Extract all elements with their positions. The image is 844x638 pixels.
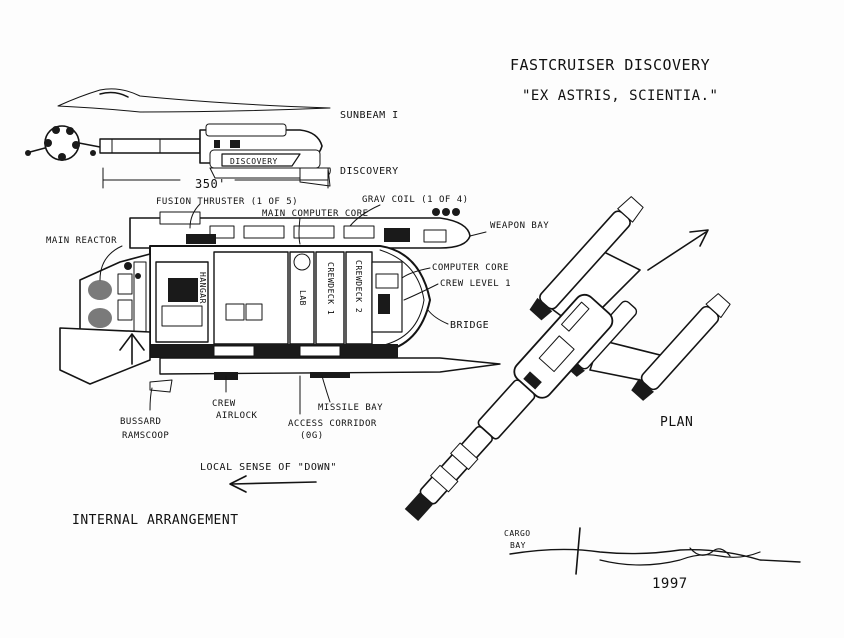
sunbeam-shuttle-drawing	[57, 88, 331, 113]
down-arrow	[229, 475, 317, 493]
plan-view-drawing	[404, 196, 731, 522]
discovery-side-view-drawing: DISCOVERY	[25, 123, 331, 187]
internal-caption: INTERNAL ARRANGEMENT	[72, 513, 239, 528]
crewdeck2-label: CREWDECK 2	[354, 260, 363, 313]
weapon-bay-label: WEAPON BAY	[490, 221, 549, 231]
sunbeam-label: SUNBEAM I	[340, 110, 399, 121]
missile-bay-label: MISSILE BAY	[318, 403, 383, 413]
crew-level-label: CREW LEVEL 1	[440, 279, 511, 289]
plan-label: PLAN	[660, 415, 693, 430]
ship-title: FASTCRUISER DISCOVERY	[510, 56, 710, 74]
length-dimension-line	[102, 167, 329, 189]
computer-core-label: COMPUTER CORE	[432, 263, 509, 273]
main-reactor-label: MAIN REACTOR	[46, 236, 117, 246]
discovery-label: DISCOVERY	[340, 166, 399, 177]
bridge-label: BRIDGE	[450, 320, 489, 331]
ship-motto: "EX ASTRIS, SCIENTIA."	[522, 88, 718, 104]
hangar-label: HANGAR	[198, 272, 207, 304]
hull-name: DISCOVERY	[230, 157, 278, 166]
length-label: 350'	[195, 177, 226, 191]
down-note: LOCAL SENSE OF "DOWN"	[200, 462, 337, 473]
leader-lines	[99, 203, 449, 415]
fusion-thruster-label: FUSION THRUSTER (1 OF 5)	[156, 197, 298, 207]
main-computer-label: MAIN COMPUTER CORE	[262, 209, 369, 219]
signature-year: 1997	[652, 576, 688, 592]
crewdeck1-label: CREWDECK 1	[326, 262, 335, 315]
lab-label: LAB	[298, 290, 307, 306]
grav-coil-label: GRAV COIL (1 OF 4)	[362, 195, 469, 205]
access-corridor-label: ACCESS CORRIDOR(0G)	[288, 419, 377, 441]
artist-signature	[509, 527, 801, 575]
internal-arrangement-drawing	[59, 208, 501, 393]
